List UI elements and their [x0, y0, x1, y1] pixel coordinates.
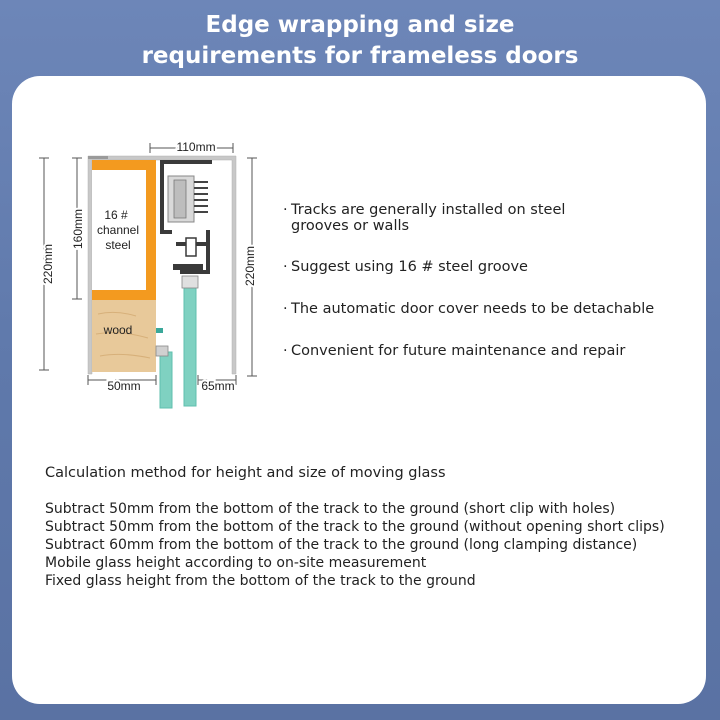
channel-steel-fill	[92, 170, 146, 290]
dim-label-top: 110mm	[176, 140, 215, 154]
bullet-text: Tracks are generally installed on steel	[291, 202, 566, 218]
dim-label-bottom-left: 50mm	[107, 379, 140, 393]
bullet-item: · The automatic door cover needs to be d…	[283, 301, 654, 317]
channel-label-3: steel	[105, 238, 130, 252]
bullet-text: Convenient for future maintenance and re…	[291, 343, 626, 359]
track-teeth	[194, 181, 208, 213]
bullet-dot: ·	[283, 259, 288, 275]
bullet-text-cont: grooves or walls	[291, 218, 410, 234]
fixed-glass	[159, 351, 173, 409]
bullet-item: · Convenient for future maintenance and …	[283, 343, 625, 359]
bullet-item: · Suggest using 16 # steel groove	[283, 259, 528, 275]
bullet-dot: ·	[283, 343, 288, 359]
wood-grain	[95, 311, 151, 359]
dim-label-right: 220mm	[243, 246, 257, 286]
calculation-list: Subtract 50mm from the bottom of the tra…	[45, 500, 665, 590]
cover-top-lip	[88, 156, 108, 159]
moving-glass	[183, 281, 197, 407]
bullet-dot: ·	[283, 301, 288, 317]
fixed-glass-clip	[155, 345, 169, 357]
bullet-dot: ·	[283, 202, 288, 218]
wood-screw	[156, 328, 163, 333]
title-line-1: Edge wrapping and size	[205, 12, 515, 38]
calculation-line: Mobile glass height according to on-site…	[45, 555, 427, 571]
track-bracket	[176, 230, 210, 274]
track-wheel	[173, 179, 187, 219]
dim-label-left-inner: 160mm	[71, 209, 85, 249]
track-clip	[185, 237, 197, 257]
bullet-text: Suggest using 16 # steel groove	[291, 259, 528, 275]
calculation-title: Calculation method for height and size o…	[45, 465, 446, 481]
channel-label-2: channel	[97, 223, 139, 237]
calculation-line: Subtract 50mm from the bottom of the tra…	[45, 501, 616, 517]
moving-glass-clamp	[181, 275, 199, 289]
channel-label-1: 16 #	[104, 208, 128, 222]
calculation-line: Subtract 50mm from the bottom of the tra…	[45, 519, 665, 535]
track-bottom-plate	[173, 264, 203, 270]
wood-label: wood	[103, 323, 133, 337]
dim-label-bottom-right: 65mm	[201, 379, 234, 393]
calculation-line: Subtract 60mm from the bottom of the tra…	[45, 537, 638, 553]
door-section-diagram: 110mm 220mm 160mm 220mm 16 # channel ste…	[39, 138, 259, 409]
title-line-2: requirements for frameless doors	[141, 43, 579, 69]
dim-label-left-outer: 220mm	[41, 244, 55, 284]
wood-block	[92, 300, 156, 372]
bullet-text: The automatic door cover needs to be det…	[291, 301, 655, 317]
page-title: Edge wrapping and size requirements for …	[0, 10, 720, 72]
bullet-item: · Tracks are generally installed on stee…	[283, 202, 565, 234]
door-cover-frame	[87, 155, 237, 375]
channel-steel	[92, 160, 156, 300]
calculation-line: Fixed glass height from the bottom of th…	[45, 573, 476, 589]
